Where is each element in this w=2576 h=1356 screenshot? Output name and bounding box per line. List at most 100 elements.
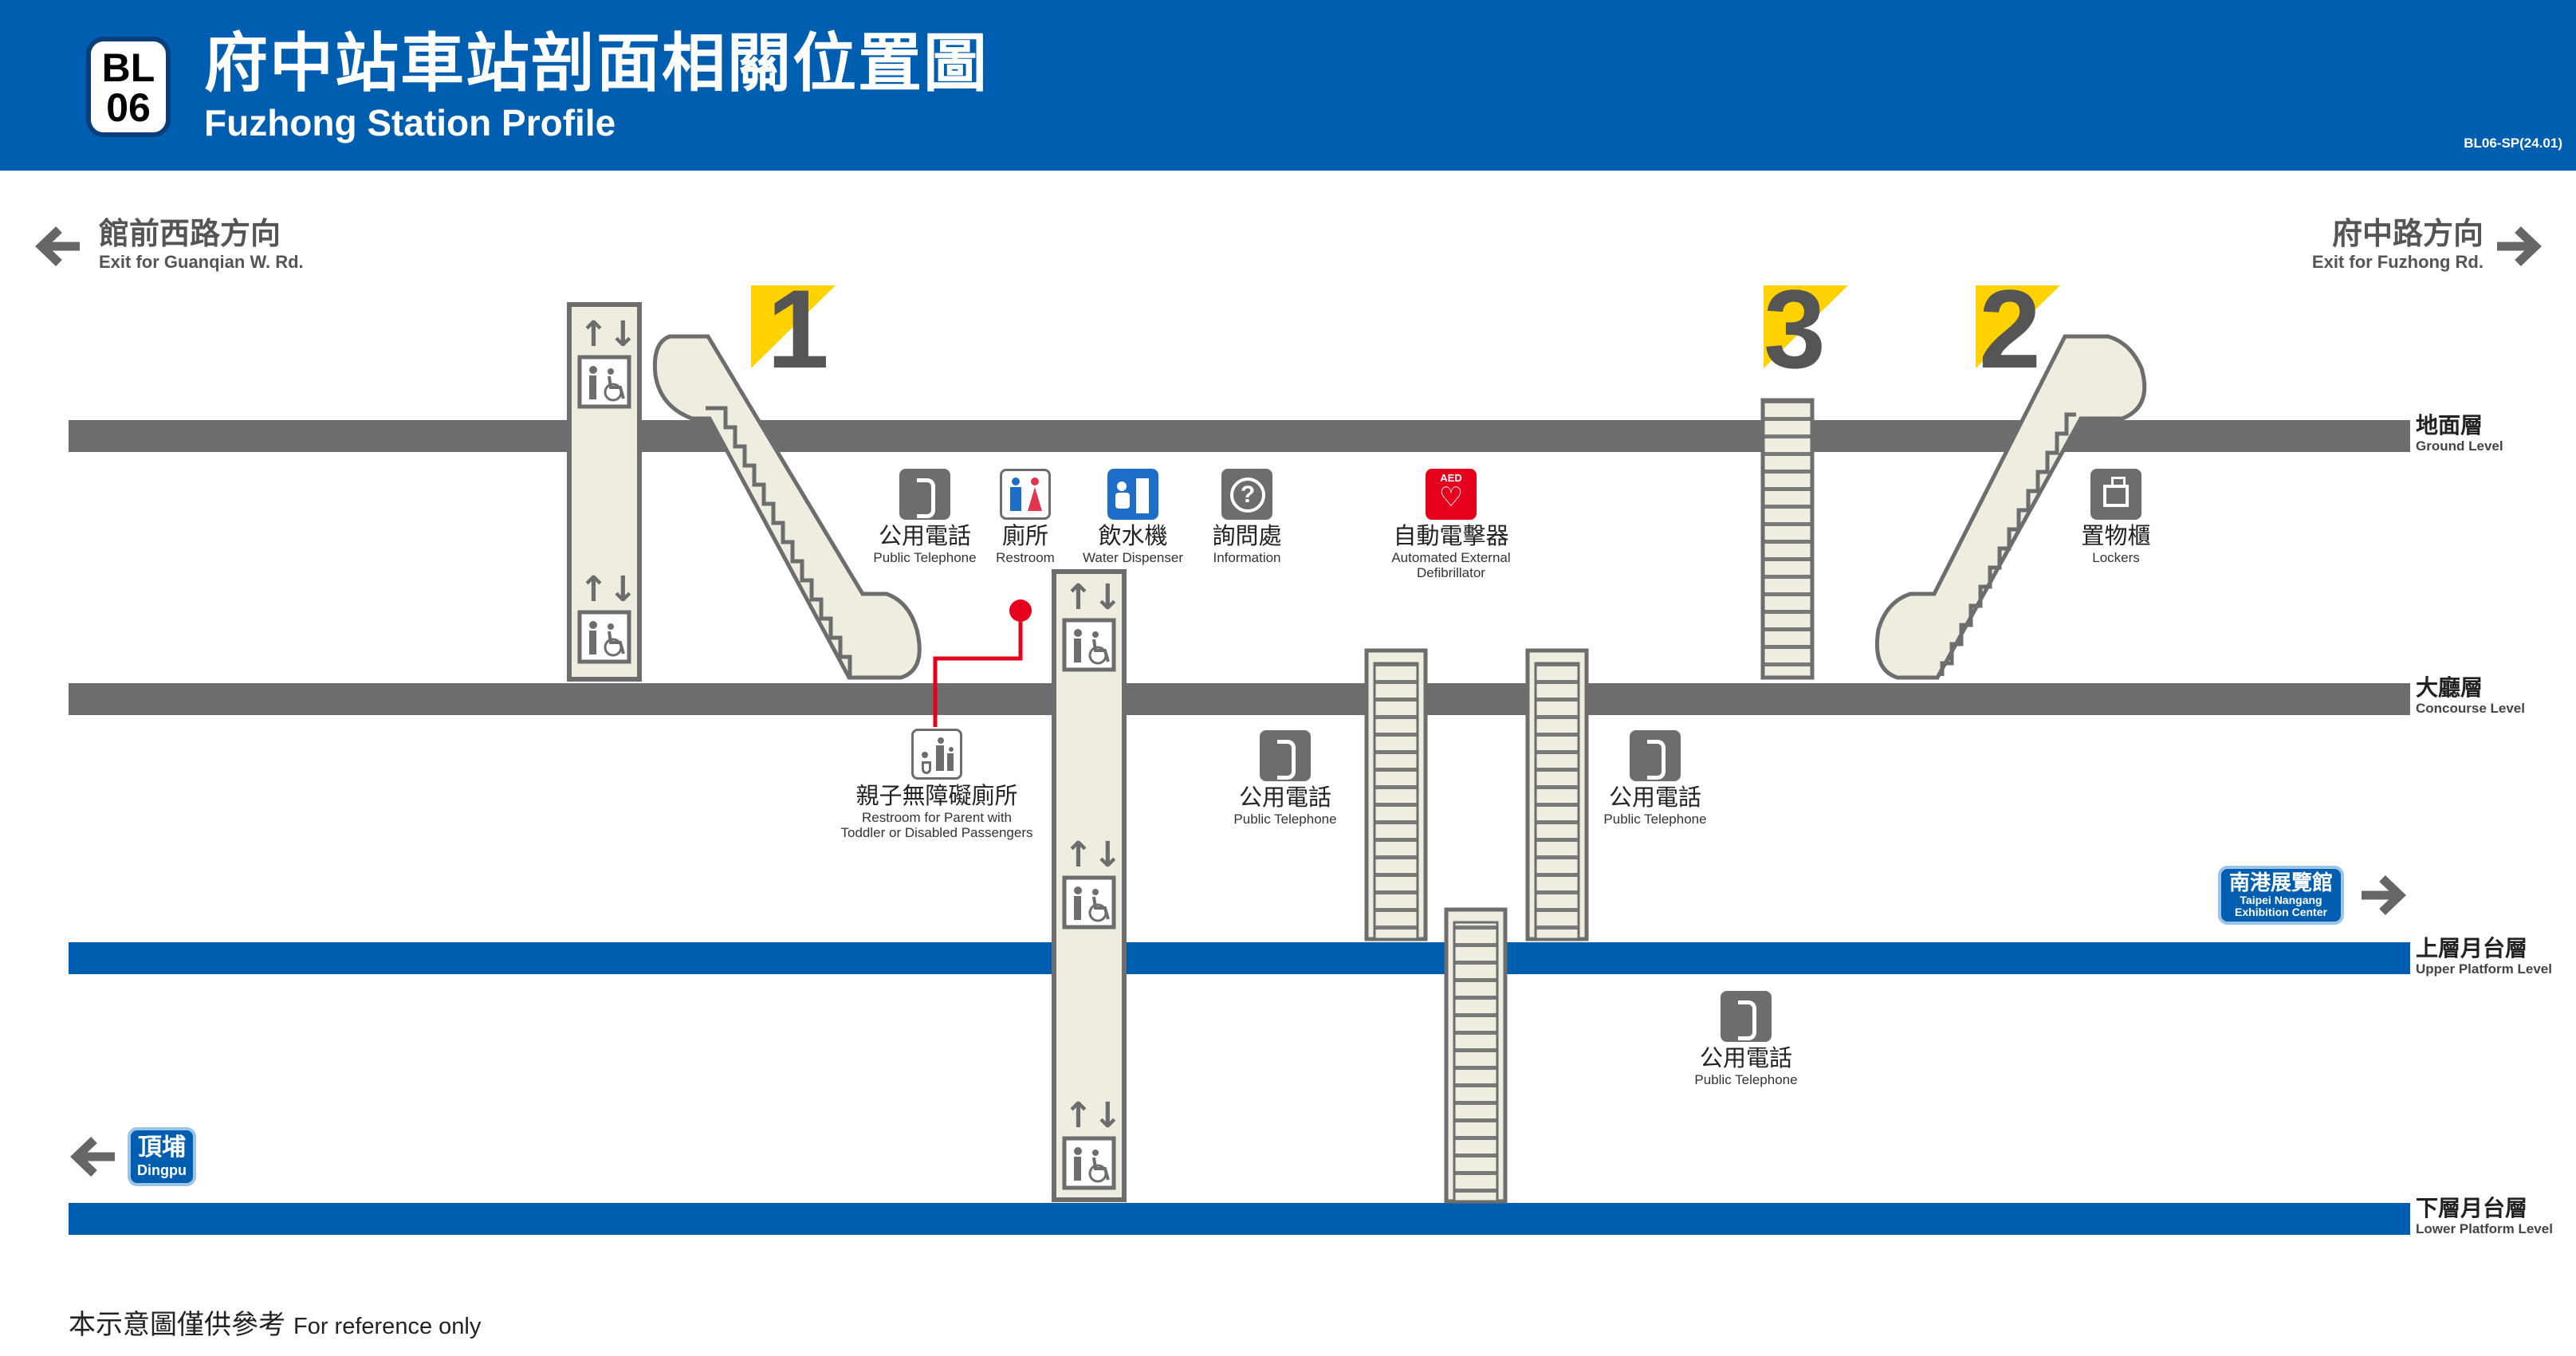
restroom-route-line (933, 611, 1023, 727)
station-number: 06 (106, 85, 151, 130)
locker-icon (2090, 469, 2141, 520)
direction-left-zh: 館前西路方向 (99, 218, 281, 251)
stair-concourse-platform-2 (1534, 662, 1580, 941)
dingpu-zh: 頂埔 (138, 1134, 186, 1161)
exit-2-number: 2 (1979, 266, 2041, 391)
title-english: Fuzhong Station Profile (204, 102, 616, 143)
elevator-icon-2: ↑↓ (576, 568, 638, 675)
facility-aed: AED ♡ 自動電擊器 Automated External Defibrill… (1371, 469, 1531, 580)
aed-zh: 自動電擊器 (1393, 524, 1509, 549)
facility-public-telephone-4: 公用電話 Public Telephone (1682, 991, 1810, 1087)
exit-3-marker (1764, 285, 1848, 368)
arrow-left-icon (35, 226, 80, 266)
exit-2-marker (1976, 285, 2060, 368)
facility-information: ? 詢問處 Information (1201, 469, 1293, 565)
family-restroom-en-1: Restroom for Parent with (861, 810, 1012, 825)
facility-family-restroom: 親子無障礙廁所 Restroom for Parent with Toddler… (821, 729, 1052, 840)
direction-right-en: Exit for Fuzhong Rd. (2311, 252, 2484, 272)
nangang-zh: 南港展覽館 (2228, 871, 2333, 894)
upper-platform-level-label: 上層月台層 Upper Platform Level (2416, 936, 2552, 977)
concourse-level-en: Concourse Level (2416, 701, 2525, 716)
station-code-badge: BL 06 (86, 37, 171, 137)
svg-text:↑↓: ↑↓ (1064, 835, 1118, 875)
elevator-icon-4: ↑↓ (1060, 833, 1123, 941)
restroom-zh: 廁所 (1001, 524, 1048, 549)
elevator-icon-1: ↑↓ (576, 312, 638, 420)
stair-concourse-platform-1 (1373, 662, 1419, 941)
water-dispenser-en: Water Dispenser (1083, 550, 1183, 565)
lower-platform-zh: 下層月台層 (2416, 1196, 2528, 1220)
facility-public-telephone-1: 公用電話 Public Telephone (861, 469, 989, 565)
ground-level-zh: 地面層 (2416, 413, 2484, 438)
line-code: BL (101, 45, 155, 90)
escalator-exit-2 (1874, 334, 2147, 680)
footer-en: For reference only (293, 1314, 482, 1339)
lockers-zh: 置物櫃 (2081, 524, 2151, 549)
direction-dingpu-sign: 頂埔 Dingpu (128, 1127, 196, 1186)
escalator-exit-1 (652, 334, 922, 680)
route-start-dot (1009, 599, 1032, 622)
lower-platform-level-label: 下層月台層 Lower Platform Level (2416, 1196, 2553, 1237)
information-en: Information (1213, 550, 1281, 565)
information-icon: ? (1221, 469, 1272, 520)
upper-platform-zh: 上層月台層 (2416, 936, 2528, 961)
stair-platform-platform (1453, 921, 1499, 1203)
arrow-right-icon (2362, 875, 2406, 915)
family-restroom-icon (911, 729, 962, 780)
telephone-2-zh: 公用電話 (1238, 785, 1331, 811)
water-dispenser-zh: 飲水機 (1098, 524, 1168, 549)
title-chinese: 府中站車站剖面相關位置圖 (204, 28, 989, 99)
nangang-en-2: Exhibition Center (2235, 906, 2327, 918)
concourse-level-zh: 大廳層 (2416, 675, 2484, 700)
arrow-right-icon (2497, 226, 2542, 266)
aed-en-2: Defibrillator (1417, 565, 1485, 580)
exit-1-number: 1 (767, 266, 829, 391)
concourse-level-label: 大廳層 Concourse Level (2416, 675, 2525, 717)
lower-platform-floor (69, 1203, 2410, 1235)
direction-right-zh: 府中路方向 (2331, 218, 2484, 251)
exit-1-marker (751, 285, 836, 368)
water-dispenser-icon (1107, 469, 1158, 520)
svg-text:↑↓: ↑↓ (1064, 577, 1118, 618)
telephone-icon (899, 469, 950, 520)
facility-water-dispenser: 飲水機 Water Dispenser (1073, 469, 1193, 565)
direction-nangang-sign: 南港展覽館 Taipei Nangang Exhibition Center (2218, 866, 2344, 925)
aed-en-1: Automated External (1391, 550, 1511, 565)
information-zh: 詢問處 (1212, 524, 1282, 549)
direction-right: 府中路方向 Exit for Fuzhong Rd. (2312, 217, 2484, 273)
ground-level-label: 地面層 Ground Level (2416, 413, 2503, 454)
elevator-icon-5: ↑↓ (1060, 1094, 1123, 1201)
elevator-icon-3: ↑↓ (1060, 576, 1123, 683)
facility-lockers: 置物櫃 Lockers (2068, 469, 2164, 565)
direction-left-en: Exit for Guanqian W. Rd. (99, 252, 304, 272)
telephone-4-en: Public Telephone (1694, 1072, 1798, 1087)
heart-icon: ♡ (1438, 482, 1464, 513)
aed-icon-text: AED (1440, 472, 1462, 484)
restroom-icon (1000, 469, 1051, 520)
svg-text:↑↓: ↑↓ (579, 314, 633, 355)
arrow-left-icon (70, 1137, 115, 1177)
telephone-3-zh: 公用電話 (1608, 785, 1701, 811)
concourse-level-floor (69, 683, 2410, 715)
aed-icon: AED ♡ (1426, 469, 1477, 520)
stair-exit-3 (1760, 398, 1815, 680)
restroom-en: Restroom (996, 550, 1055, 565)
family-restroom-zh: 親子無障礙廁所 (855, 784, 1018, 809)
telephone-1-zh: 公用電話 (878, 524, 971, 549)
family-restroom-en-2: Toddler or Disabled Passengers (840, 825, 1033, 840)
dingpu-en: Dingpu (137, 1162, 187, 1178)
facility-restroom: 廁所 Restroom (985, 469, 1065, 565)
exit-3-number: 3 (1764, 266, 1826, 391)
lockers-en: Lockers (2092, 550, 2140, 565)
footer-note: 本示意圖僅供參考 For reference only (69, 1303, 481, 1342)
facility-public-telephone-3: 公用電話 Public Telephone (1591, 730, 1719, 827)
document-code: BL06-SP(24.01) (2464, 136, 2562, 151)
telephone-4-zh: 公用電話 (1699, 1046, 1792, 1071)
svg-text:↑↓: ↑↓ (1064, 1095, 1118, 1136)
telephone-icon (1630, 730, 1681, 781)
direction-left: 館前西路方向 Exit for Guanqian W. Rd. (99, 217, 304, 273)
svg-text:↑↓: ↑↓ (579, 569, 633, 610)
header-bar: BL 06 府中站車站剖面相關位置圖 Fuzhong Station Profi… (0, 0, 2576, 171)
footer-zh: 本示意圖僅供參考 (69, 1310, 285, 1340)
